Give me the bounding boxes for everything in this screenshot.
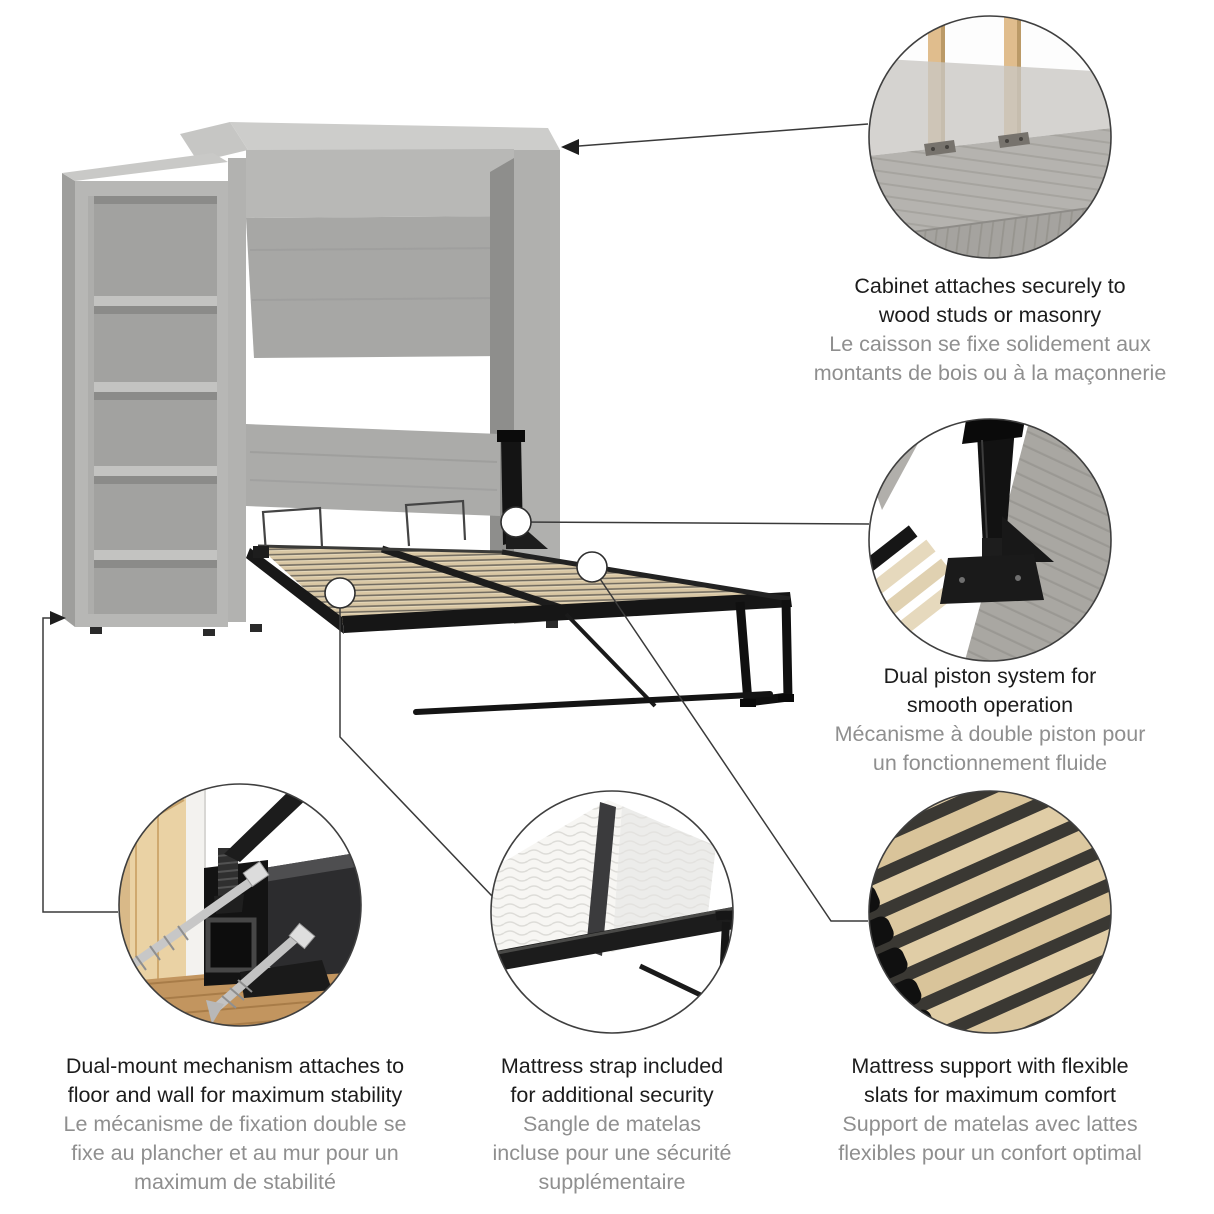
front-leg xyxy=(735,599,793,707)
murphy-bed-render xyxy=(62,122,794,715)
callout-circle-dual-mount xyxy=(118,783,362,1027)
anchor-dot-strap xyxy=(324,577,356,609)
arrowhead-cabinet-icon xyxy=(561,139,579,155)
caption-fr: Le caisson se fixe solidement aux montan… xyxy=(813,332,1167,385)
lag-screw xyxy=(206,922,316,1024)
lag-screw xyxy=(122,861,270,974)
callout-caption-cabinet-mount: Cabinet attaches securely to wood studs … xyxy=(772,272,1208,388)
arrowhead-mount-icon xyxy=(50,611,66,625)
callout-caption-dual-mount: Dual-mount mechanism attaches to floor a… xyxy=(18,1052,452,1197)
caption-fr: Le mécanisme de fixation double se fixe … xyxy=(63,1112,407,1194)
callout-circle-mattress-strap xyxy=(490,790,734,1034)
support-bar xyxy=(413,691,773,715)
center-rail xyxy=(380,545,572,615)
connector-lines xyxy=(42,123,870,922)
piston-closeup xyxy=(940,419,1054,604)
caption-en: Dual piston system for smooth operation xyxy=(883,664,1097,717)
caption-en: Mattress strap included for additional s… xyxy=(500,1054,724,1107)
mattress xyxy=(491,800,716,956)
caption-en: Mattress support with flexible slats for… xyxy=(851,1054,1129,1107)
caption-fr: Mécanisme à double piston pour un foncti… xyxy=(834,722,1146,775)
caption-en: Cabinet attaches securely to wood studs … xyxy=(854,274,1126,327)
caption-fr: Sangle de matelas incluse pour une sécur… xyxy=(492,1112,732,1194)
mattress-strap-band xyxy=(586,802,616,956)
anchor-dot-piston xyxy=(500,506,532,538)
headboard-panel xyxy=(246,424,500,516)
connector-line-strap xyxy=(339,593,493,897)
anchor-dot-slats xyxy=(576,551,608,583)
side-panel xyxy=(964,419,1111,661)
callout-circle-dual-piston xyxy=(868,418,1112,662)
caption-en: Dual-mount mechanism attaches to floor a… xyxy=(65,1054,405,1107)
bed-cabinet xyxy=(180,122,560,632)
callout-circle-cabinet-mount xyxy=(868,15,1112,259)
connector-line-mount xyxy=(42,617,118,913)
strap-wire-right xyxy=(404,499,467,547)
baseboard xyxy=(186,784,206,987)
callout-caption-mattress-strap: Mattress strap included for additional s… xyxy=(450,1052,774,1197)
stud-bracket xyxy=(924,132,1030,156)
strap-wire-left xyxy=(261,506,324,554)
wall-panel xyxy=(869,58,1111,156)
callout-caption-flexible-slats: Mattress support with flexible slats for… xyxy=(782,1052,1198,1168)
connector-line-piston xyxy=(515,521,870,525)
connector-line-cabinet xyxy=(578,123,869,147)
bed-frame-deck xyxy=(246,430,794,715)
bookcase xyxy=(62,153,228,636)
caption-fr: Support de matelas avec lattes flexibles… xyxy=(838,1112,1142,1165)
connector-line-slats xyxy=(591,566,868,922)
callout-caption-dual-piston: Dual piston system for smooth operation … xyxy=(778,662,1202,778)
